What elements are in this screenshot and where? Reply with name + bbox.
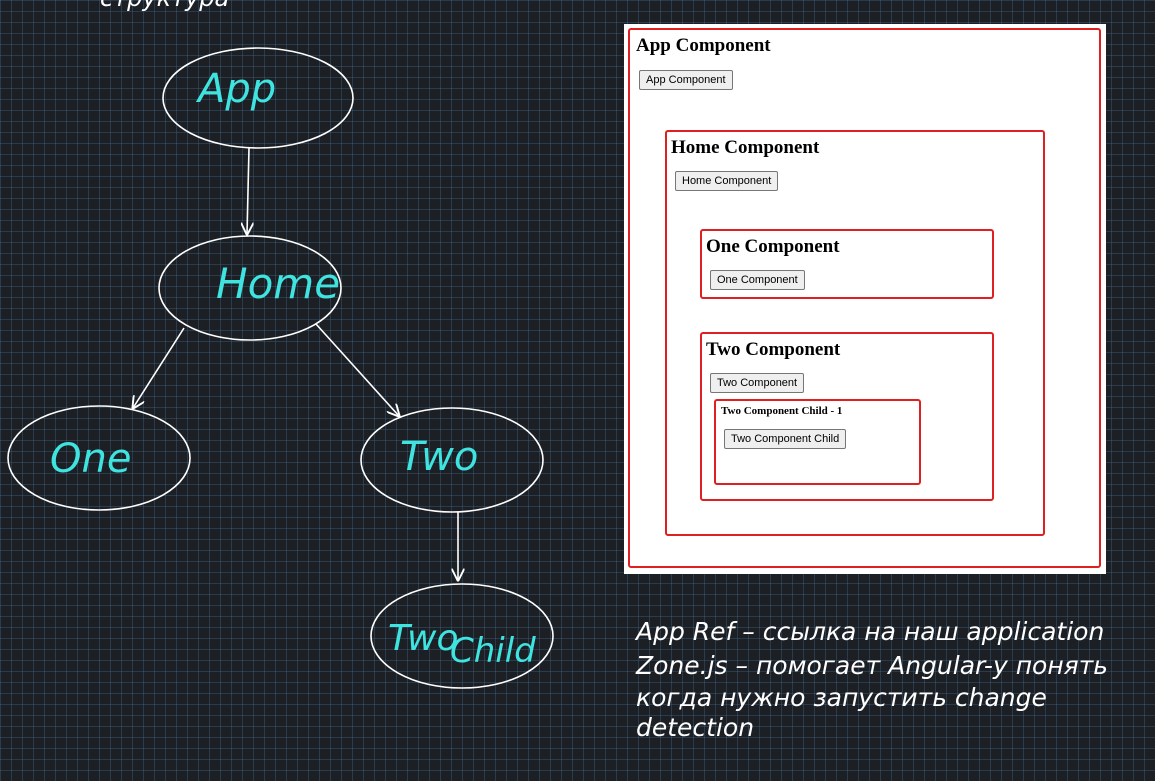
node-two-child-label-a: Two bbox=[388, 618, 459, 659]
node-home-label: Home bbox=[216, 259, 340, 308]
node-two-ellipse bbox=[360, 407, 544, 513]
node-app-ellipse bbox=[162, 47, 354, 149]
node-one: One bbox=[7, 405, 191, 511]
home-component-box: Home Component Home Component One Compon… bbox=[665, 130, 1045, 536]
home-component-button[interactable]: Home Component bbox=[675, 171, 779, 191]
partial-heading-text: структура bbox=[100, 0, 229, 12]
note-line-3: когда нужно запустить change bbox=[636, 683, 1047, 712]
node-two-child-label-b: Child bbox=[450, 631, 536, 671]
node-one-label: One bbox=[50, 436, 131, 482]
node-app: App bbox=[162, 47, 354, 149]
node-home-ellipse bbox=[158, 235, 342, 341]
node-app-label: App bbox=[195, 66, 276, 112]
node-one-ellipse bbox=[7, 405, 191, 511]
one-component-button[interactable]: One Component bbox=[710, 270, 805, 290]
one-component-box: One Component One Component bbox=[700, 229, 994, 299]
edge-home-two bbox=[315, 323, 399, 416]
two-component-button[interactable]: Two Component bbox=[710, 373, 805, 393]
note-line-1: App Ref – ссылка на наш application bbox=[634, 617, 1104, 646]
home-component-title: Home Component bbox=[671, 137, 820, 158]
two-component-box: Two Component Two Component Two Componen… bbox=[700, 332, 994, 501]
tree-edges bbox=[133, 147, 458, 580]
two-component-title: Two Component bbox=[706, 339, 841, 360]
app-component-box: App Component App Component Home Compone… bbox=[628, 28, 1101, 568]
app-component-button[interactable]: App Component bbox=[639, 70, 733, 90]
browser-screenshot: App Component App Component Home Compone… bbox=[624, 24, 1106, 574]
edge-app-home bbox=[247, 147, 249, 234]
two-component-child-title: Two Component Child - 1 bbox=[721, 405, 843, 417]
node-home: Home bbox=[158, 235, 342, 341]
node-two-label: Two bbox=[400, 434, 478, 480]
note-line-2: Zone.js – помогает Angular-у понять bbox=[635, 651, 1108, 680]
edge-home-one bbox=[133, 327, 185, 408]
app-component-title: App Component bbox=[636, 35, 771, 56]
node-two: Two bbox=[360, 407, 544, 513]
node-two-child-ellipse bbox=[370, 583, 554, 689]
one-component-title: One Component bbox=[706, 236, 840, 257]
note-line-4: detection bbox=[636, 713, 754, 742]
handwritten-notes: App Ref – ссылка на наш application Zone… bbox=[634, 617, 1108, 742]
two-component-child-box: Two Component Child - 1 Two Component Ch… bbox=[714, 399, 921, 485]
node-two-child: Two Child bbox=[370, 583, 554, 689]
two-component-child-button[interactable]: Two Component Child bbox=[724, 429, 847, 449]
